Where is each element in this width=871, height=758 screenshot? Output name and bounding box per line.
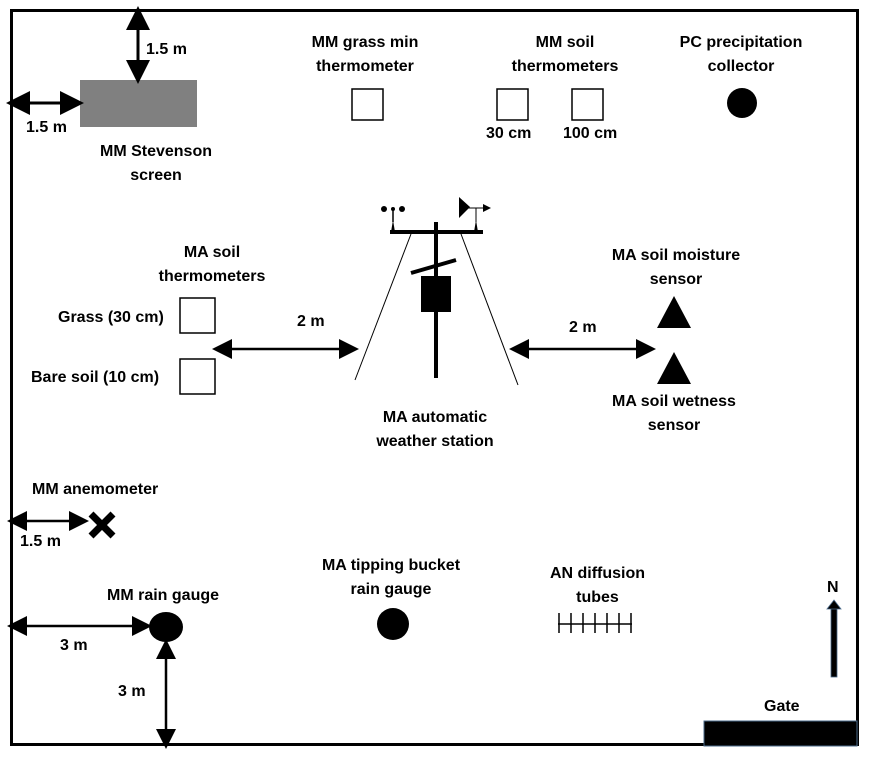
soil-wetness-label: MA soil wetness sensor xyxy=(612,393,736,434)
grass-label: Grass (30 cm) xyxy=(58,309,164,326)
dist-label: 3 m xyxy=(118,683,146,700)
dist-label: 1.5 m xyxy=(26,119,67,136)
soil-thermometer-100cm xyxy=(571,88,604,121)
soil-moisture-label: MA soil moisture sensor xyxy=(611,247,741,288)
weather-station-icon xyxy=(354,197,519,386)
dist-label: 2 m xyxy=(297,313,325,330)
ma-soil-therm-grass xyxy=(179,297,216,334)
ma-soil-therm-label: MA soil thermometers xyxy=(158,244,266,285)
anemometer-cross xyxy=(88,511,116,539)
diffusion-tubes xyxy=(558,613,632,633)
depth-label: 30 cm xyxy=(486,125,532,142)
dist-label: 2 m xyxy=(569,319,597,336)
rain-gauge-label: MM rain gauge xyxy=(107,587,220,604)
precip-label: PC precipitation collector xyxy=(679,34,803,75)
tipping-label: MA tipping bucket rain gauge xyxy=(321,557,461,598)
aws-label: MA automatic weather station xyxy=(376,409,494,450)
bare-label: Bare soil (10 cm) xyxy=(31,369,160,386)
precipitation-collector xyxy=(727,88,757,118)
soil-moisture-sensor xyxy=(657,296,691,328)
north-label: N xyxy=(827,579,839,596)
gate xyxy=(703,720,858,747)
soil-therm-label: MM soil thermometers xyxy=(511,34,619,75)
gate-label: Gate xyxy=(764,698,800,715)
dist-label: 1.5 m xyxy=(20,533,61,550)
anemometer-label: MM anemometer xyxy=(32,481,159,498)
depth-label: 100 cm xyxy=(563,125,618,142)
dist-label: 3 m xyxy=(60,637,88,654)
north-arrow-icon xyxy=(826,599,842,678)
soil-wetness-sensor xyxy=(657,352,691,384)
stevenson-screen xyxy=(80,80,197,127)
ma-soil-therm-bare xyxy=(179,358,216,395)
dist-label: 1.5 m xyxy=(146,41,187,58)
soil-thermometer-30cm xyxy=(496,88,529,121)
stevenson-label: MM Stevenson screen xyxy=(99,143,212,184)
rain-gauge xyxy=(149,612,183,642)
grass-min-label: MM grass min thermometer xyxy=(311,34,419,75)
site-boundary xyxy=(10,9,859,746)
diffusion-label: AN diffusion tubes xyxy=(549,565,646,606)
grass-min-thermometer xyxy=(351,88,384,121)
tipping-bucket-gauge xyxy=(377,608,409,640)
